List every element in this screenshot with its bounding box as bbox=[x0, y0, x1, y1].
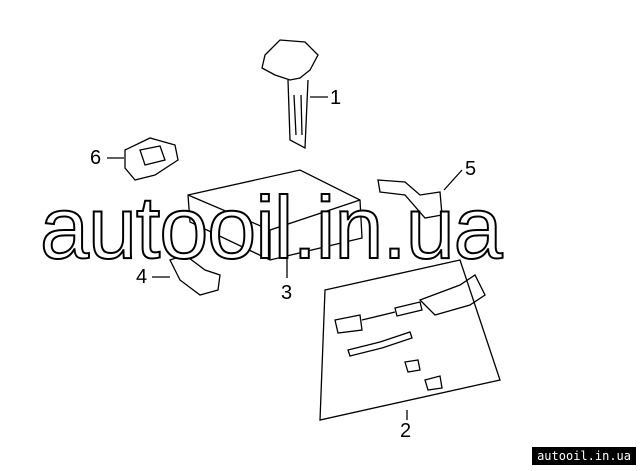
ecm-module bbox=[187, 169, 363, 261]
bracket-5 bbox=[377, 179, 443, 219]
callout-4: 4 bbox=[136, 266, 148, 288]
repair-kit-sheet bbox=[319, 259, 501, 421]
site-badge: autooil.in.ua bbox=[532, 447, 636, 465]
callout-1: 1 bbox=[330, 87, 342, 109]
bracket-6 bbox=[124, 137, 179, 181]
callout-6: 6 bbox=[90, 147, 102, 169]
leader-5 bbox=[443, 169, 463, 191]
callout-2: 2 bbox=[400, 420, 412, 442]
callout-3: 3 bbox=[281, 282, 293, 304]
ignition-coil bbox=[261, 39, 319, 150]
bracket-4 bbox=[169, 254, 221, 296]
watermark: autooil.in.ua bbox=[39, 178, 504, 277]
callout-5: 5 bbox=[465, 158, 477, 180]
